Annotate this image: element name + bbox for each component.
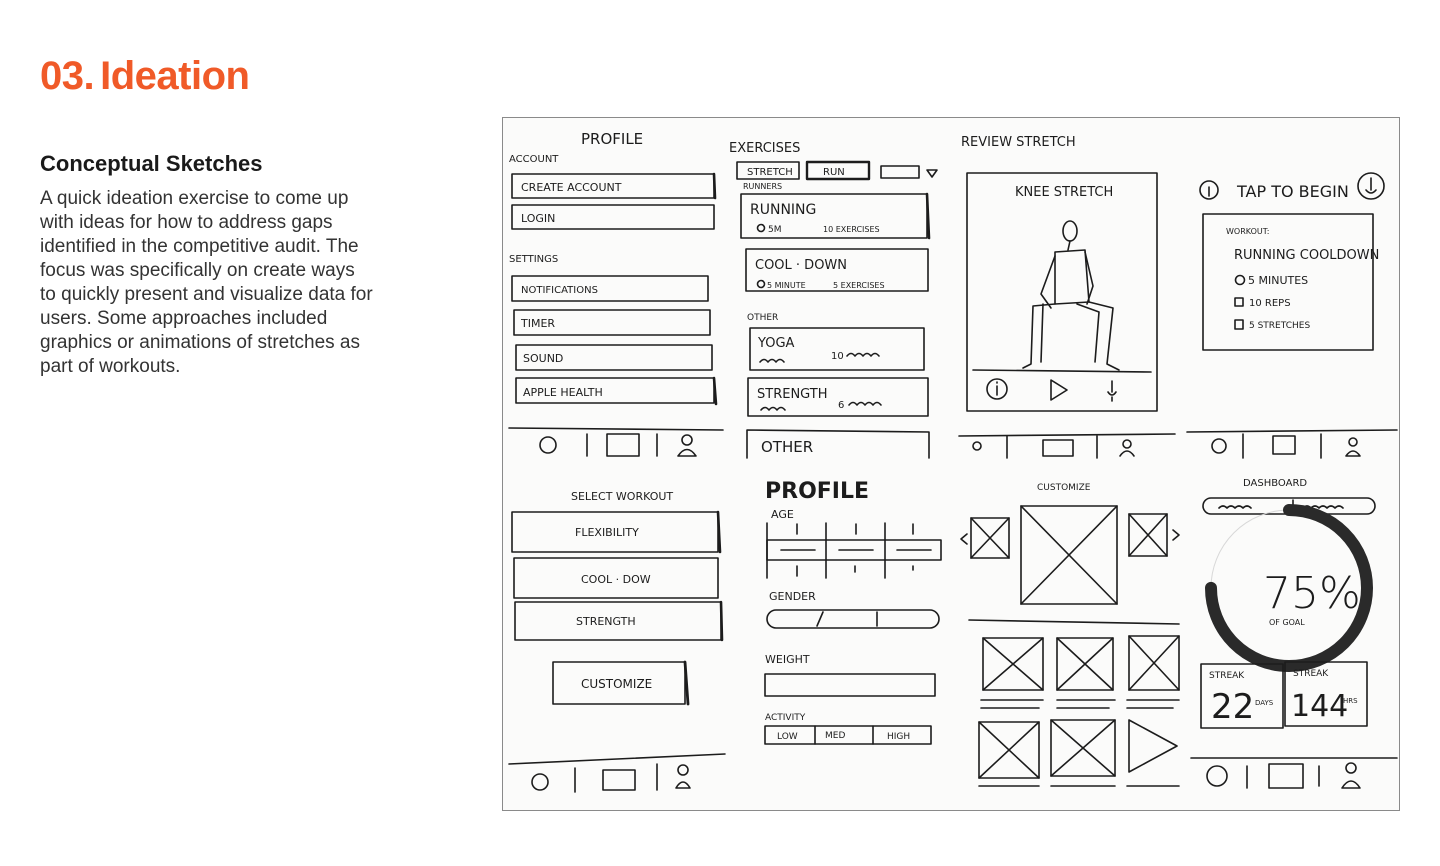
tab-stretch: STRETCH	[747, 167, 793, 178]
sketch-tap-to-begin: TAP TO BEGIN WORKOUT: RUNNING COOLDOWN 5…	[1186, 172, 1398, 459]
running-count: 10 EXERCISES	[823, 225, 880, 234]
section-title: Ideation	[100, 54, 250, 98]
goal-percent: 75%	[1263, 568, 1361, 619]
select-workout-title: SELECT WORKOUT	[571, 490, 673, 503]
info-icon	[1199, 180, 1219, 200]
strength-count: 6	[838, 400, 844, 411]
stretch-figure-illustration	[1022, 220, 1120, 371]
running-option: RUNNING	[750, 202, 816, 218]
age-label: AGE	[771, 508, 794, 521]
thumbnail-grid	[978, 635, 1180, 787]
preview-carousel	[960, 505, 1180, 625]
user-icon	[1345, 437, 1361, 457]
workout-duration: 5 MINUTES	[1248, 274, 1308, 287]
streak-hours-unit: HRS	[1343, 697, 1358, 705]
timer-field: TIMER	[520, 317, 555, 330]
sketch-profile-form: PROFILE AGE GENDER WEIGHT ACTIVITY LOW M…	[764, 479, 942, 745]
section-heading: Conceptual Sketches	[40, 151, 263, 176]
play-icon	[1050, 379, 1068, 401]
sketch-dashboard: DASHBOARD 75% OF GOAL STREAK 22 DAYS STR…	[1190, 478, 1398, 789]
calendar-icon	[606, 433, 640, 457]
workout-reps: 10 REPS	[1249, 298, 1291, 309]
customize-button: CUSTOMIZE	[581, 677, 652, 691]
sketch-review-stretch: REVIEW STRETCH KNEE STRETCH	[958, 135, 1176, 459]
goal-progress-fill	[1205, 504, 1373, 672]
sketch-profile-settings: PROFILE ACCOUNT CREATE ACCOUNT LOGIN SET…	[508, 130, 724, 457]
clock-icon	[531, 773, 549, 791]
calendar-icon	[1268, 763, 1304, 789]
streak-label: STREAK	[1209, 671, 1245, 681]
activity-label: ACTIVITY	[765, 713, 806, 723]
flexibility-option: FLEXIBILITY	[575, 526, 639, 539]
weight-label: WEIGHT	[765, 653, 810, 666]
exercises-title: EXERCISES	[729, 141, 800, 156]
gender-label: GENDER	[769, 590, 816, 603]
page-title: 03.Ideation	[40, 52, 250, 100]
activity-high: HIGH	[887, 732, 910, 742]
streak-hours-value: 144	[1291, 689, 1348, 724]
cooldown-option: COOL · DOW	[581, 573, 651, 586]
activity-low: LOW	[777, 732, 798, 742]
streak-card-days: STREAK 22 DAYS	[1200, 663, 1284, 729]
clock-icon	[1206, 765, 1228, 787]
running-duration: 5M	[768, 225, 782, 235]
strength-option: STRENGTH	[576, 615, 636, 628]
age-picker	[766, 522, 942, 579]
streak-days-value: 22	[1211, 687, 1254, 727]
profile-title: PROFILE	[581, 130, 643, 148]
profile-form-title: PROFILE	[765, 479, 869, 504]
strength-option: STRENGTH	[757, 387, 828, 402]
streak-card-hours: STREAK 144 HRS	[1284, 661, 1368, 727]
section-description: A quick ideation exercise to come up wit…	[40, 188, 373, 377]
calendar-icon	[1042, 439, 1074, 457]
activity-med: MED	[825, 731, 845, 741]
customize-title: CUSTOMIZE	[1037, 483, 1091, 493]
conceptual-sketches-image: PROFILE ACCOUNT CREATE ACCOUNT LOGIN SET…	[502, 117, 1400, 811]
clock-icon	[539, 436, 557, 454]
workout-name: RUNNING COOLDOWN	[1234, 248, 1379, 263]
login-field: LOGIN	[521, 212, 555, 225]
microphone-icon	[1107, 380, 1117, 402]
workout-stretches: 5 STRETCHES	[1249, 321, 1310, 331]
user-icon	[1119, 439, 1135, 457]
tap-to-begin-title: TAP TO BEGIN	[1236, 182, 1349, 201]
of-goal-label: OF GOAL	[1269, 618, 1305, 627]
yoga-option: YOGA	[757, 336, 795, 351]
user-icon	[1341, 762, 1361, 789]
settings-label: SETTINGS	[509, 254, 558, 265]
dashboard-title: DASHBOARD	[1243, 478, 1307, 489]
clock-icon	[1211, 438, 1227, 454]
section-number: 03.	[40, 54, 95, 98]
other-label: OTHER	[747, 313, 778, 323]
create-account-field: CREATE ACCOUNT	[521, 181, 622, 194]
runners-label: RUNNERS	[743, 182, 782, 191]
notifications-field: NOTIFICATIONS	[521, 285, 598, 296]
sketch-exercises: EXERCISES STRETCH RUN RUNNERS RUNNING 5M…	[729, 141, 938, 459]
yoga-count: 10	[831, 351, 844, 362]
streak-label: STREAK	[1293, 669, 1329, 679]
cooldown-count: 5 EXERCISES	[833, 281, 885, 290]
apple-health-field: APPLE HEALTH	[523, 386, 603, 399]
calendar-icon	[602, 769, 636, 791]
sketch-customize: CUSTOMIZE	[960, 483, 1180, 787]
calendar-icon	[1272, 435, 1296, 455]
user-icon	[677, 434, 697, 457]
streak-days-unit: DAYS	[1255, 699, 1274, 707]
cooldown-option: COOL · DOWN	[755, 258, 847, 273]
knee-stretch-title: KNEE STRETCH	[1015, 185, 1113, 200]
cooldown-duration: 5 MINUTE	[767, 281, 806, 290]
review-stretch-title: REVIEW STRETCH	[961, 135, 1076, 150]
user-icon	[675, 764, 691, 789]
clock-icon	[972, 441, 982, 451]
microphone-icon	[1357, 172, 1385, 200]
other-option: OTHER	[761, 438, 813, 456]
sketch-select-workout: SELECT WORKOUT FLEXIBILITY COOL · DOW ST…	[508, 490, 726, 793]
info-icon	[986, 378, 1008, 400]
account-label: ACCOUNT	[509, 154, 559, 165]
sound-field: SOUND	[523, 352, 563, 365]
tab-run: RUN	[823, 167, 845, 178]
workout-label: WORKOUT:	[1226, 227, 1269, 236]
goal-progress-ring: 75% OF GOAL	[1205, 504, 1373, 672]
